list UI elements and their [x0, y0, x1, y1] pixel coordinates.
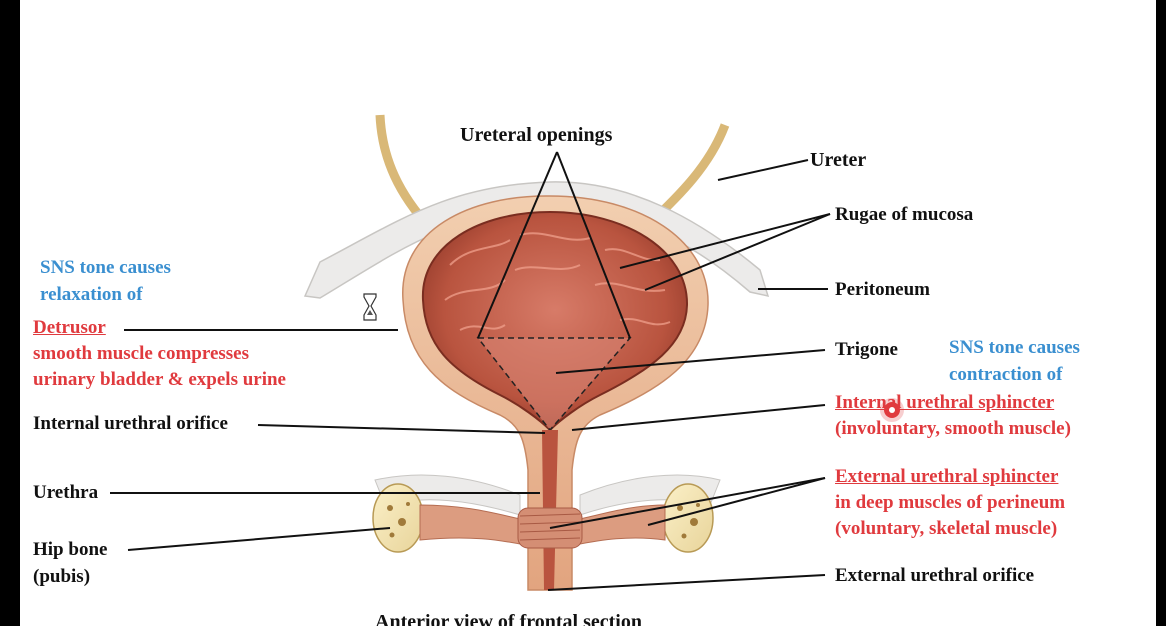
ureter-label: Ureter — [810, 149, 867, 171]
external-orifice-label: External urethral orifice — [835, 565, 1035, 586]
figure-caption: Anterior view of frontal section — [375, 611, 642, 626]
mucosa-cavity — [421, 210, 689, 432]
peritoneum-label: Peritoneum — [835, 279, 930, 300]
urethra-label: Urethra — [33, 482, 99, 503]
bone-pores — [387, 502, 700, 539]
rugae-label: Rugae of mucosa — [835, 204, 974, 225]
bladder-illustration — [110, 114, 831, 591]
internal-sphincter-title: Internal urethral sphincter — [835, 392, 1055, 413]
internal-sphincter-description: (involuntary, smooth muscle) — [835, 418, 1071, 439]
trigone-outline — [476, 337, 632, 432]
external-sphincter-title: External urethral sphincter — [835, 466, 1059, 487]
right-perineal-muscle — [574, 504, 666, 546]
sphincter-striations — [519, 513, 581, 541]
pointer-highlight-icon — [884, 402, 900, 418]
detrusor-title: Detrusor — [33, 317, 106, 338]
hourglass-cursor-icon — [363, 293, 377, 321]
pubis-label: (pubis) — [33, 566, 91, 587]
right-sns-annotation: SNS tone causes contraction of — [949, 337, 1080, 385]
external-sphincter-description-2: (voluntary, skeletal muscle) — [835, 518, 1058, 539]
internal-orifice-label: Internal urethral orifice — [33, 413, 228, 434]
left-sns-annotation: SNS tone causes relaxation of — [40, 257, 171, 305]
trigone-label: Trigone — [835, 339, 898, 360]
trigone-area — [478, 338, 630, 430]
hip-bone-label: Hip bone — [33, 539, 108, 560]
leader-lines — [110, 151, 831, 591]
detrusor-description: smooth muscle compresses urinary bladder… — [33, 343, 286, 390]
ureteral-openings-label: Ureteral openings — [460, 124, 613, 146]
left-hip-bone — [372, 483, 424, 553]
slide: Ureteral openings Ureter Rugae of mucosa… — [20, 0, 1156, 626]
external-sphincter-description-1: in deep muscles of perineum — [835, 492, 1066, 513]
